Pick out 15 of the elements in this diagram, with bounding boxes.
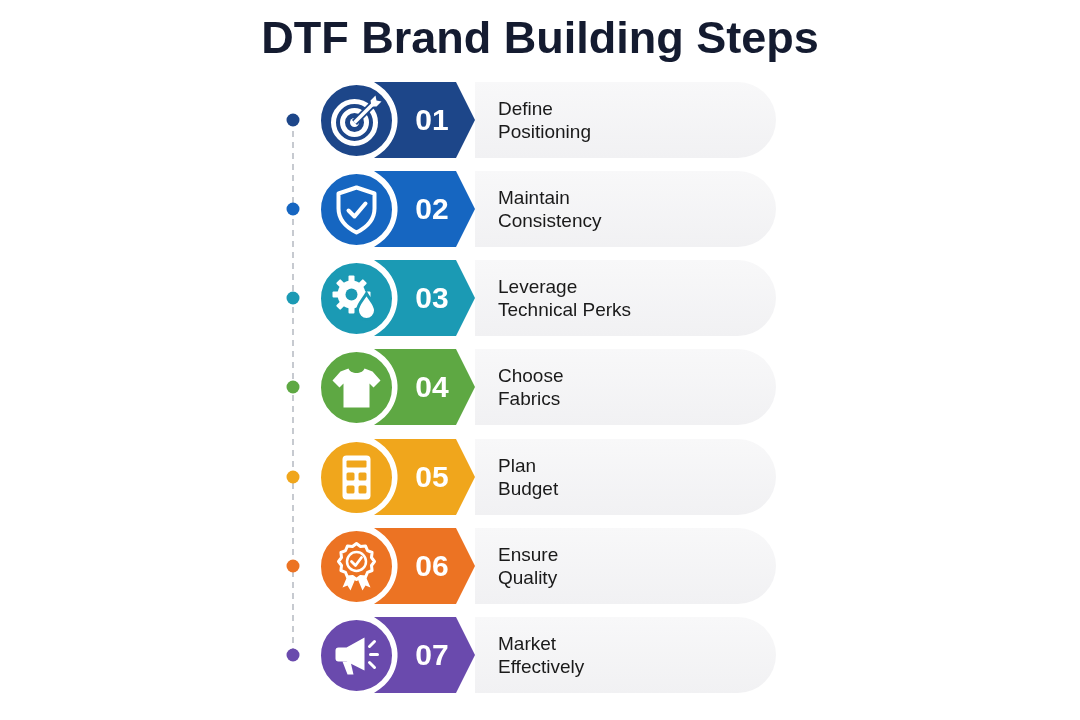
step-card: [475, 617, 776, 693]
step-title: Ensure Quality: [498, 543, 560, 589]
step-title: Choose Fabrics: [498, 364, 565, 410]
step-card: [475, 528, 776, 604]
step-title: Maintain Consistency: [498, 186, 603, 232]
step-card: [475, 171, 776, 247]
step-title: Leverage Technical Perks: [498, 275, 633, 321]
step-card: [475, 439, 776, 515]
step-card: [475, 349, 776, 425]
step-card: [475, 260, 776, 336]
step-card: [475, 82, 776, 158]
step-title: Define Positioning: [498, 97, 592, 143]
diagram-title: DTF Brand Building Steps: [261, 12, 819, 64]
step-title: Plan Budget: [498, 454, 560, 500]
step-title: Market Effectively: [498, 632, 586, 678]
